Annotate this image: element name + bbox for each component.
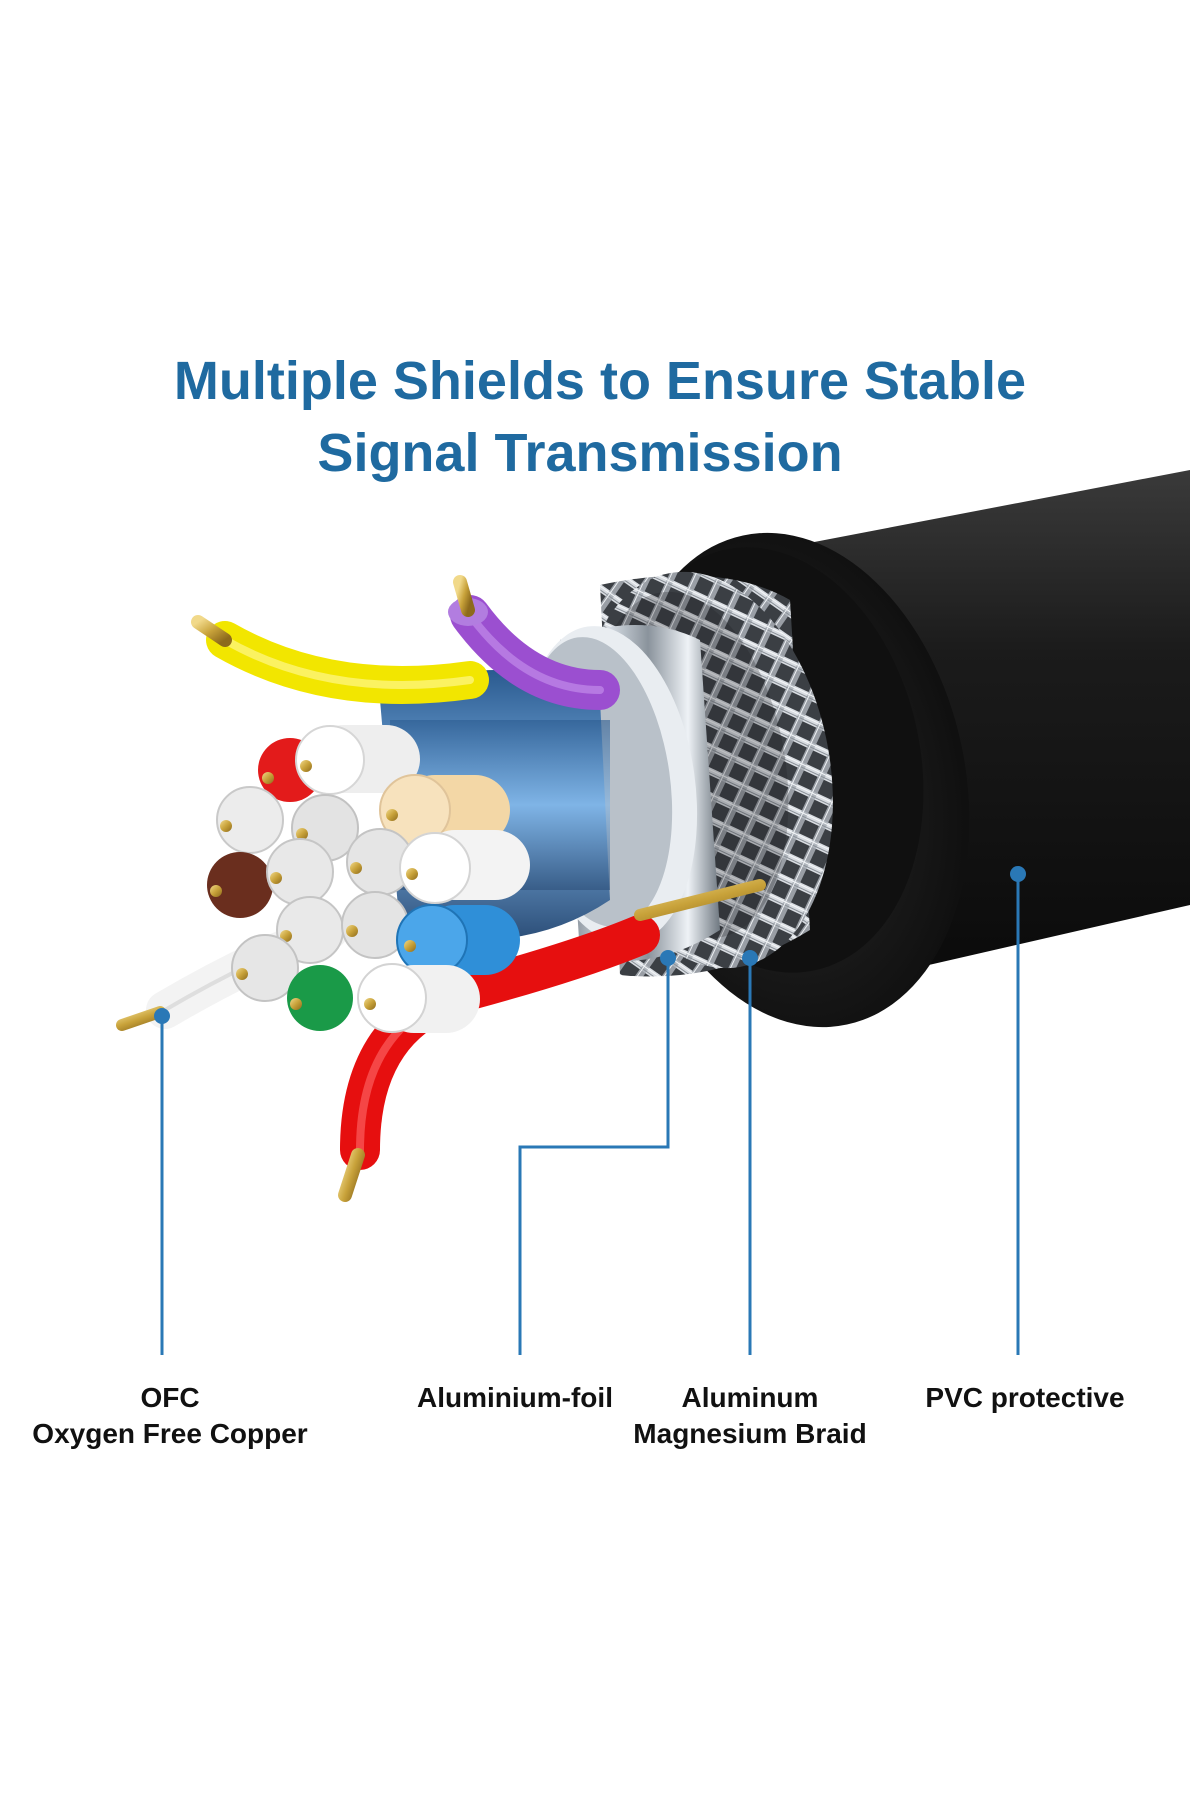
core-brown [207,852,273,918]
callout-foil [518,950,676,1355]
label-braid-line1: Aluminum [681,1382,819,1413]
core-white-1 [295,725,420,795]
label-aluminium-foil: Aluminium-foil [395,1380,635,1416]
callout-pvc [1010,866,1026,1355]
core-grey-1 [216,786,284,854]
core-green [287,965,353,1031]
callout-lines [154,866,1026,1355]
conductor-cores [207,725,530,1033]
title-line-1: Multiple Shields to Ensure Stable [173,351,1027,411]
core-grey-3 [266,838,334,906]
label-pvc-protective: PVC protective [890,1380,1160,1416]
purple-wire [448,575,620,710]
core-grey-7 [231,934,299,1002]
diagram-title: Multiple Shields to Ensure Stable Signal… [0,345,1200,489]
label-foil-line1: Aluminium-foil [417,1382,613,1413]
yellow-wire [191,615,489,704]
label-ofc: OFC Oxygen Free Copper [0,1380,340,1452]
title-line-2: Signal Transmission [317,423,843,483]
label-aluminum-braid: Aluminum Magnesium Braid [600,1380,900,1452]
drain-pin [634,879,766,921]
label-ofc-line2: Oxygen Free Copper [32,1418,308,1449]
label-pvc-line1: PVC protective [925,1382,1125,1413]
core-grey-6 [341,891,409,959]
core-white-2 [399,830,530,904]
core-white-3 [357,963,480,1033]
callout-braid [742,950,758,1355]
label-ofc-line1: OFC [140,1382,200,1413]
core-blue [396,904,520,976]
callout-ofc [154,1008,170,1355]
label-braid-line2: Magnesium Braid [633,1418,867,1449]
core-peach [379,774,510,846]
